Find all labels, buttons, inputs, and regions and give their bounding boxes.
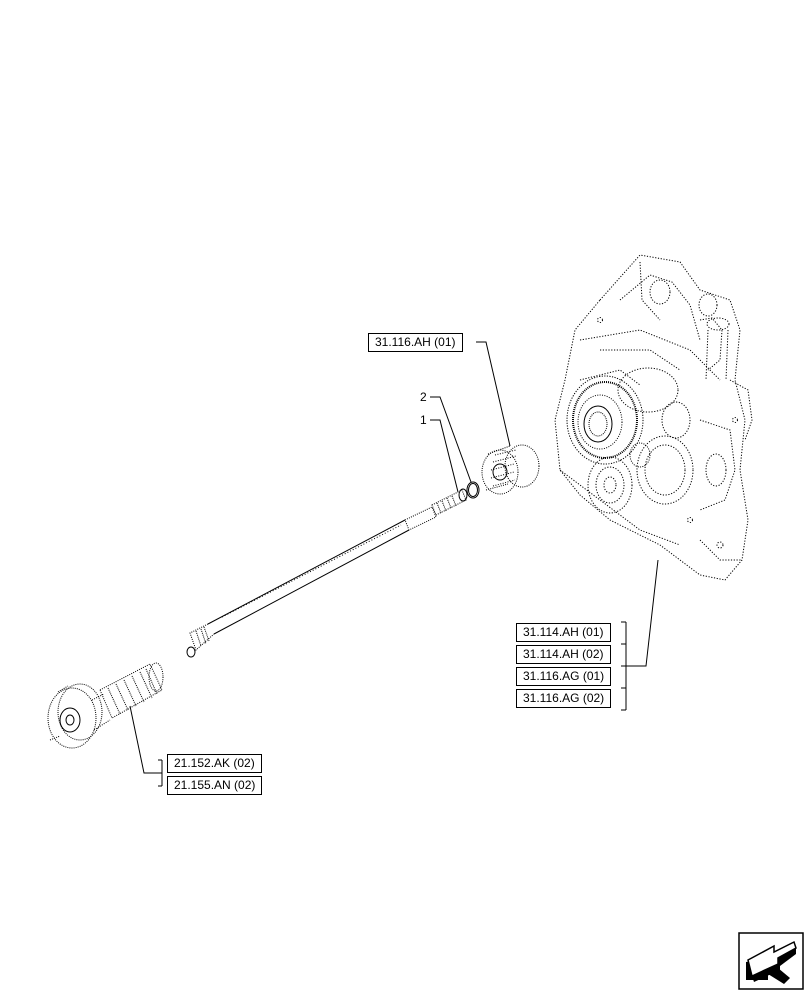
ref-link-housing-1[interactable]: 31.114.AH (01) [516, 623, 611, 642]
ref-link-gear[interactable]: 31.116.AH (01) [368, 333, 463, 352]
snap-ring [466, 481, 480, 499]
next-page-arrow-icon[interactable] [738, 932, 804, 990]
main-shaft [186, 488, 468, 658]
leader-lines [129, 341, 659, 787]
clutch-drum [566, 369, 651, 468]
output-gear-shaft [47, 662, 164, 749]
callout-item-2: 2 [420, 390, 427, 404]
callout-item-1: 1 [420, 413, 427, 427]
ref-link-housing-4[interactable]: 31.116.AG (02) [516, 689, 612, 708]
ref-link-shaft-2[interactable]: 21.155.AN (02) [167, 776, 263, 795]
transmission-housing [554, 254, 753, 581]
small-gear [481, 444, 540, 495]
ref-link-shaft-1[interactable]: 21.152.AK (02) [167, 754, 262, 773]
ref-link-housing-2[interactable]: 31.114.AH (02) [516, 645, 611, 664]
ref-link-housing-3[interactable]: 31.116.AG (01) [516, 667, 612, 686]
